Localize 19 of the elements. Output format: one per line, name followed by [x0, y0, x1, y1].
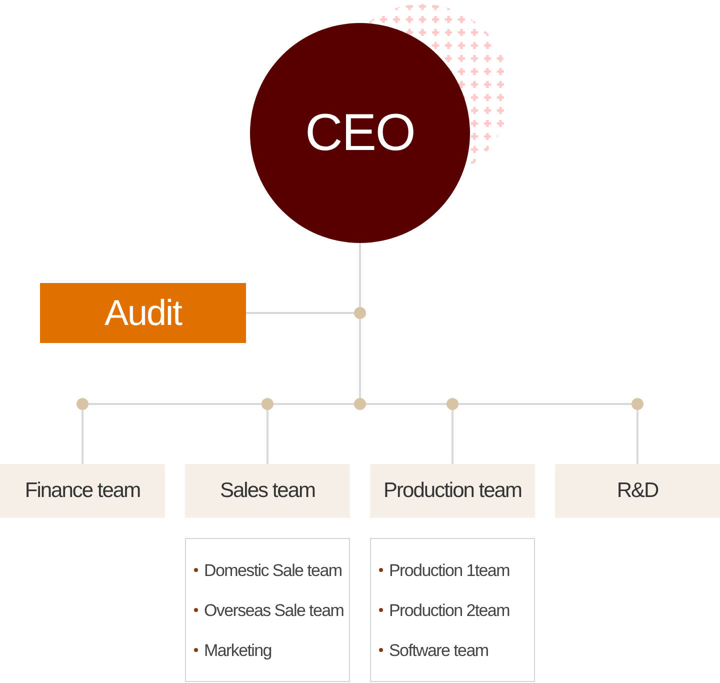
node-label: Production team: [384, 478, 522, 504]
node-label: Audit: [104, 291, 182, 335]
list-item: Production 1team: [389, 560, 510, 582]
node-label: Finance team: [24, 478, 140, 504]
list-item: Production 2team: [389, 600, 510, 622]
node-label: CEO: [305, 103, 415, 164]
team-box: [185, 464, 350, 518]
sub-team-list: [370, 538, 535, 682]
team-box: [0, 464, 165, 518]
list-item: Software team: [389, 640, 488, 662]
node-label: R&D: [616, 478, 658, 504]
audit-box: [40, 283, 246, 343]
team-box: [555, 464, 720, 518]
team-box: [370, 464, 535, 518]
node-label: Sales team: [220, 478, 316, 504]
list-item: Domestic Sale team: [204, 560, 342, 582]
sub-team-list: [185, 538, 350, 682]
list-item: Marketing: [204, 640, 272, 662]
list-item: Overseas Sale team: [204, 600, 344, 622]
